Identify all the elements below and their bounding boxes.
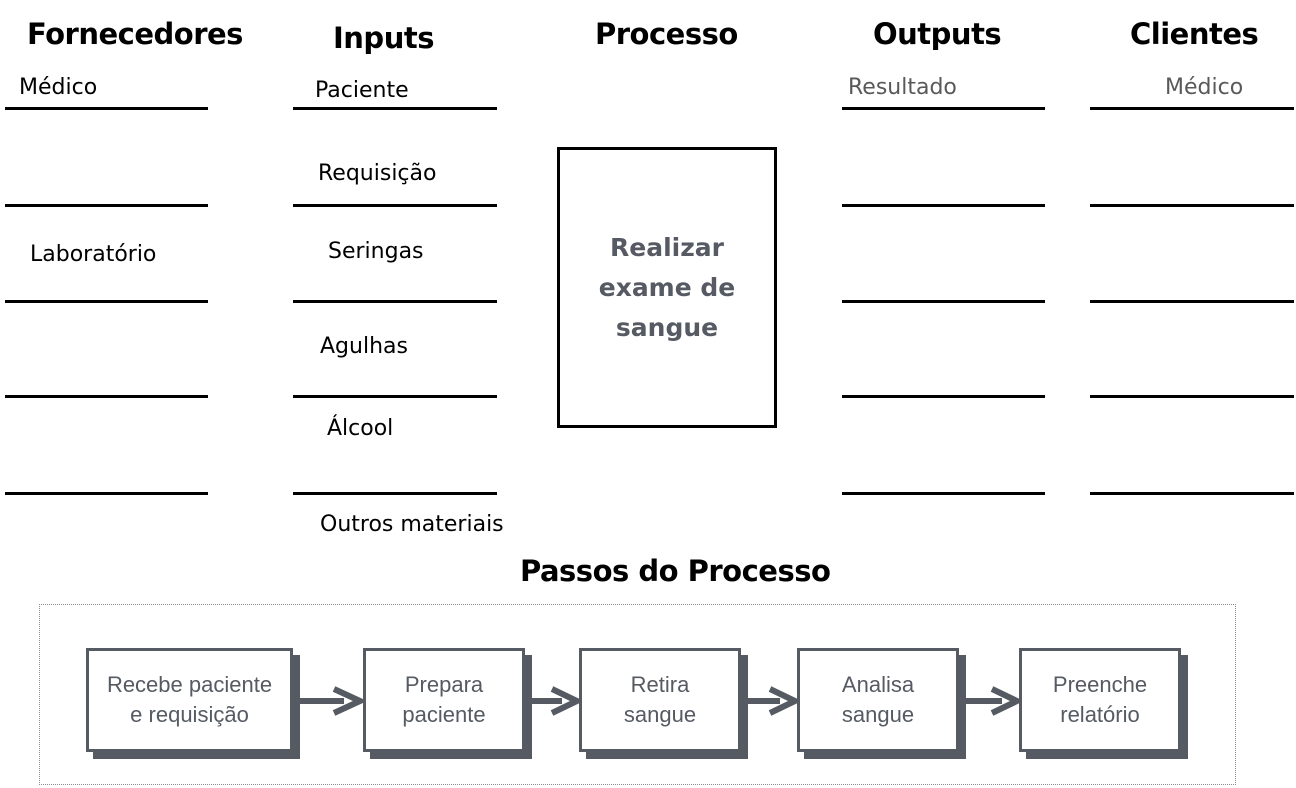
input-label: Agulhas xyxy=(320,334,408,359)
step-text-line: Prepara xyxy=(404,672,484,697)
process-box: Realizar exame de sangue xyxy=(557,147,777,428)
supplier-label: Médico xyxy=(19,75,98,100)
step-text-line: Recebe paciente xyxy=(106,672,273,697)
input-label: Paciente xyxy=(315,78,409,103)
input-label: Requisição xyxy=(318,161,437,186)
supplier-label: Laboratório xyxy=(30,242,157,267)
process-step: Recebe paciente e requisição xyxy=(86,648,293,752)
header-outputs: Outputs xyxy=(873,17,1002,51)
supplier-line xyxy=(5,204,208,207)
output-line xyxy=(842,492,1045,495)
customer-label: Médico xyxy=(1165,75,1244,100)
customer-line xyxy=(1090,204,1294,207)
output-line xyxy=(842,107,1045,110)
input-line xyxy=(293,107,497,110)
input-line xyxy=(293,395,497,398)
customer-line xyxy=(1090,395,1294,398)
process-step: Analisa sangue xyxy=(797,648,959,752)
header-customers: Clientes xyxy=(1130,17,1259,51)
arrow-right-icon xyxy=(748,686,798,716)
input-label: Outros materiais xyxy=(320,512,504,537)
step-text-line: relatório xyxy=(1060,702,1140,727)
input-line xyxy=(293,492,497,495)
steps-title: Passos do Processo xyxy=(520,554,831,588)
step-text-line: Retira xyxy=(630,672,690,697)
supplier-line xyxy=(5,300,208,303)
process-step: Prepara paciente xyxy=(363,648,525,752)
step-text-line: sangue xyxy=(841,702,915,727)
step-text-line: e requisição xyxy=(130,702,249,727)
output-label: Resultado xyxy=(848,75,957,100)
supplier-line xyxy=(5,395,208,398)
output-line xyxy=(842,300,1045,303)
step-text-line: sangue xyxy=(623,702,697,727)
header-process: Processo xyxy=(595,17,738,51)
arrow-right-icon xyxy=(966,686,1020,716)
step-text-line: Analisa xyxy=(841,672,915,697)
process-label: Realizar exame de sangue xyxy=(598,232,736,342)
customer-line xyxy=(1090,492,1294,495)
output-line xyxy=(842,204,1045,207)
input-line xyxy=(293,204,497,207)
arrow-right-icon xyxy=(300,686,364,716)
customer-line xyxy=(1090,300,1294,303)
header-inputs: Inputs xyxy=(333,21,434,55)
step-text-line: Preenche xyxy=(1052,672,1148,697)
customer-line xyxy=(1090,107,1294,110)
step-text-line: paciente xyxy=(402,702,486,727)
arrow-right-icon xyxy=(532,686,580,716)
process-step: Preenche relatório xyxy=(1019,648,1181,752)
steps-frame xyxy=(39,604,1236,785)
output-line xyxy=(842,395,1045,398)
input-line xyxy=(293,300,497,303)
supplier-line xyxy=(5,107,208,110)
input-label: Álcool xyxy=(327,416,394,441)
header-suppliers: Fornecedores xyxy=(27,17,243,51)
process-step: Retira sangue xyxy=(579,648,741,752)
supplier-line xyxy=(5,492,208,495)
input-label: Seringas xyxy=(328,239,424,264)
